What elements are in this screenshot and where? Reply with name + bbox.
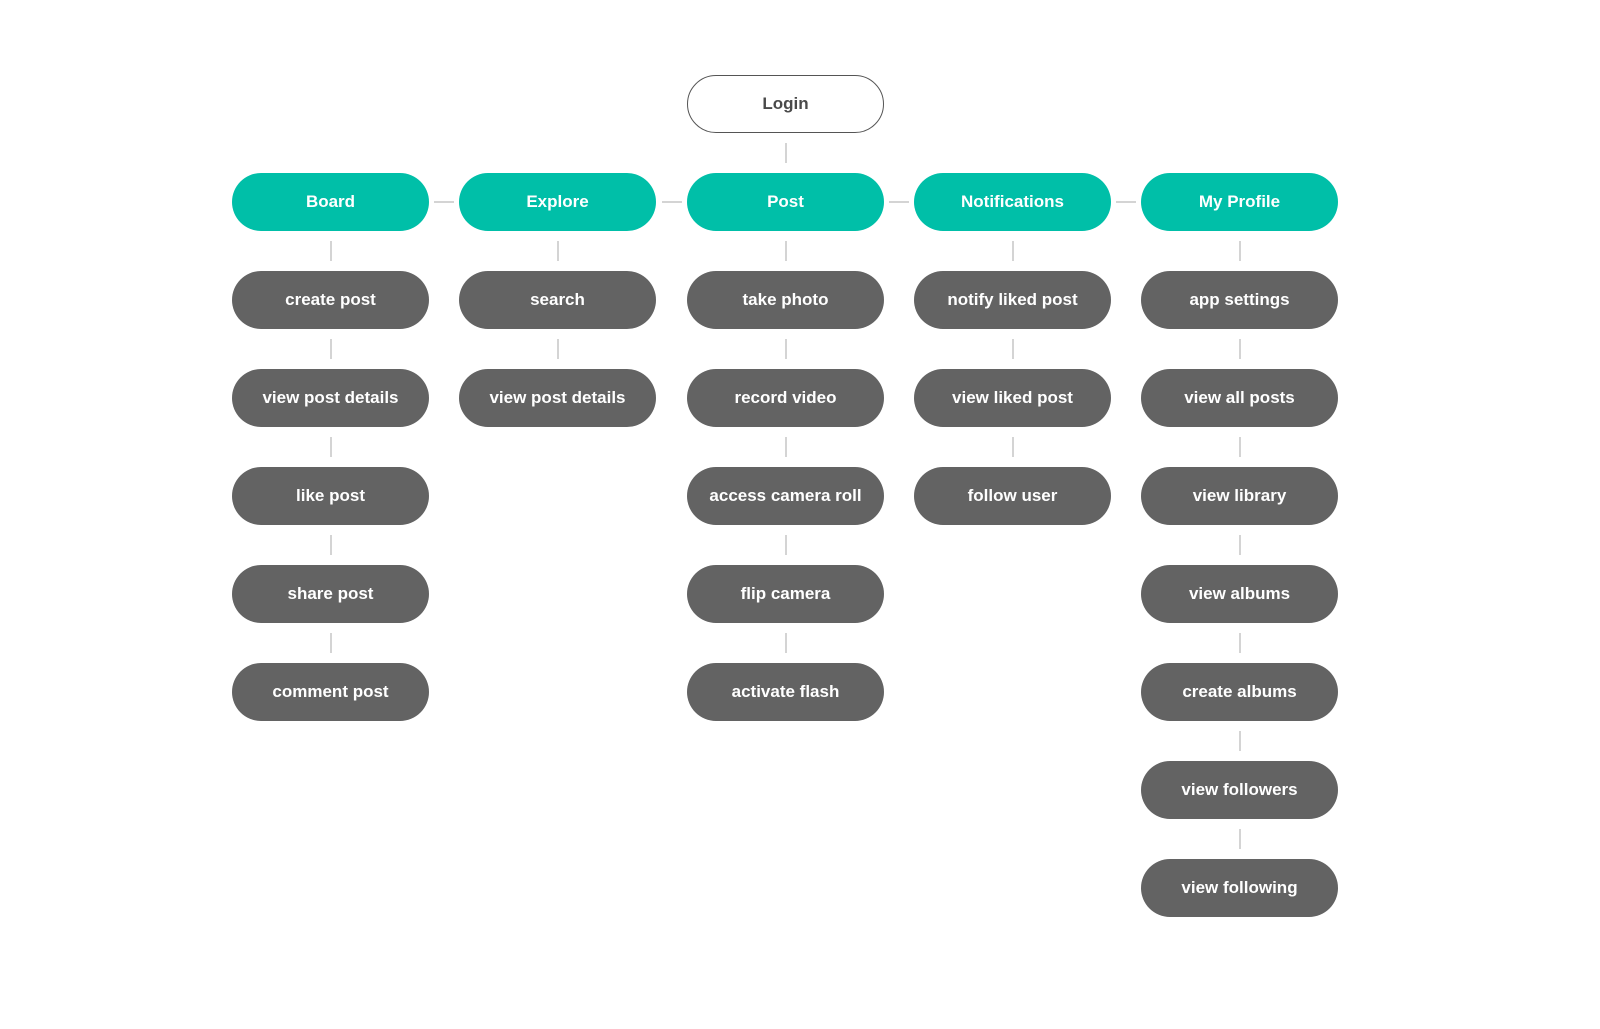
leaf-node-access-camera-roll[interactable]: access camera roll (687, 467, 884, 525)
leaf-node-create-post[interactable]: create post (232, 271, 429, 329)
leaf-node-activate-flash[interactable]: activate flash (687, 663, 884, 721)
leaf-node-view-all-posts[interactable]: view all posts (1141, 369, 1338, 427)
connector-board-1 (329, 339, 332, 359)
root-node-login[interactable]: Login (687, 75, 884, 133)
connector-notifications-0 (1011, 241, 1014, 261)
leaf-node-app-settings[interactable]: app settings (1141, 271, 1338, 329)
leaf-node-view-post-details[interactable]: view post details (459, 369, 656, 427)
leaf-node-share-post[interactable]: share post (232, 565, 429, 623)
leaf-node-view-following[interactable]: view following (1141, 859, 1338, 917)
connector-board-4 (329, 633, 332, 653)
leaf-node-notify-liked-post[interactable]: notify liked post (914, 271, 1111, 329)
connector-post-0 (784, 241, 787, 261)
connector-board-3 (329, 535, 332, 555)
leaf-node-comment-post[interactable]: comment post (232, 663, 429, 721)
leaf-node-like-post[interactable]: like post (232, 467, 429, 525)
connector-my-profile-5 (1238, 731, 1241, 751)
leaf-node-take-photo[interactable]: take photo (687, 271, 884, 329)
connector-my-profile-6 (1238, 829, 1241, 849)
leaf-node-record-video[interactable]: record video (687, 369, 884, 427)
connector-explore-1 (556, 339, 559, 359)
connector-section-3-to-4 (1116, 201, 1136, 203)
leaf-node-create-albums[interactable]: create albums (1141, 663, 1338, 721)
connector-explore-0 (556, 241, 559, 261)
leaf-node-view-albums[interactable]: view albums (1141, 565, 1338, 623)
connector-post-2 (784, 437, 787, 457)
connector-post-1 (784, 339, 787, 359)
connector-my-profile-1 (1238, 339, 1241, 359)
connector-section-1-to-2 (661, 201, 682, 203)
connector-section-0-to-1 (434, 201, 454, 203)
leaf-node-flip-camera[interactable]: flip camera (687, 565, 884, 623)
section-node-my-profile[interactable]: My Profile (1141, 173, 1338, 231)
section-node-explore[interactable]: Explore (459, 173, 656, 231)
leaf-node-view-post-details[interactable]: view post details (232, 369, 429, 427)
connector-board-2 (329, 437, 332, 457)
connector-root-to-post (784, 143, 787, 163)
leaf-node-follow-user[interactable]: follow user (914, 467, 1111, 525)
connector-my-profile-3 (1238, 535, 1241, 555)
connector-my-profile-4 (1238, 633, 1241, 653)
connector-my-profile-0 (1238, 241, 1241, 261)
section-node-post[interactable]: Post (687, 173, 884, 231)
connector-post-4 (784, 633, 787, 653)
leaf-node-view-followers[interactable]: view followers (1141, 761, 1338, 819)
connector-board-0 (329, 241, 332, 261)
connector-my-profile-2 (1238, 437, 1241, 457)
section-node-notifications[interactable]: Notifications (914, 173, 1111, 231)
connector-section-2-to-3 (889, 201, 909, 203)
section-node-board[interactable]: Board (232, 173, 429, 231)
leaf-node-view-liked-post[interactable]: view liked post (914, 369, 1111, 427)
connector-post-3 (784, 535, 787, 555)
leaf-node-view-library[interactable]: view library (1141, 467, 1338, 525)
connector-notifications-1 (1011, 339, 1014, 359)
leaf-node-search[interactable]: search (459, 271, 656, 329)
connector-notifications-2 (1011, 437, 1014, 457)
